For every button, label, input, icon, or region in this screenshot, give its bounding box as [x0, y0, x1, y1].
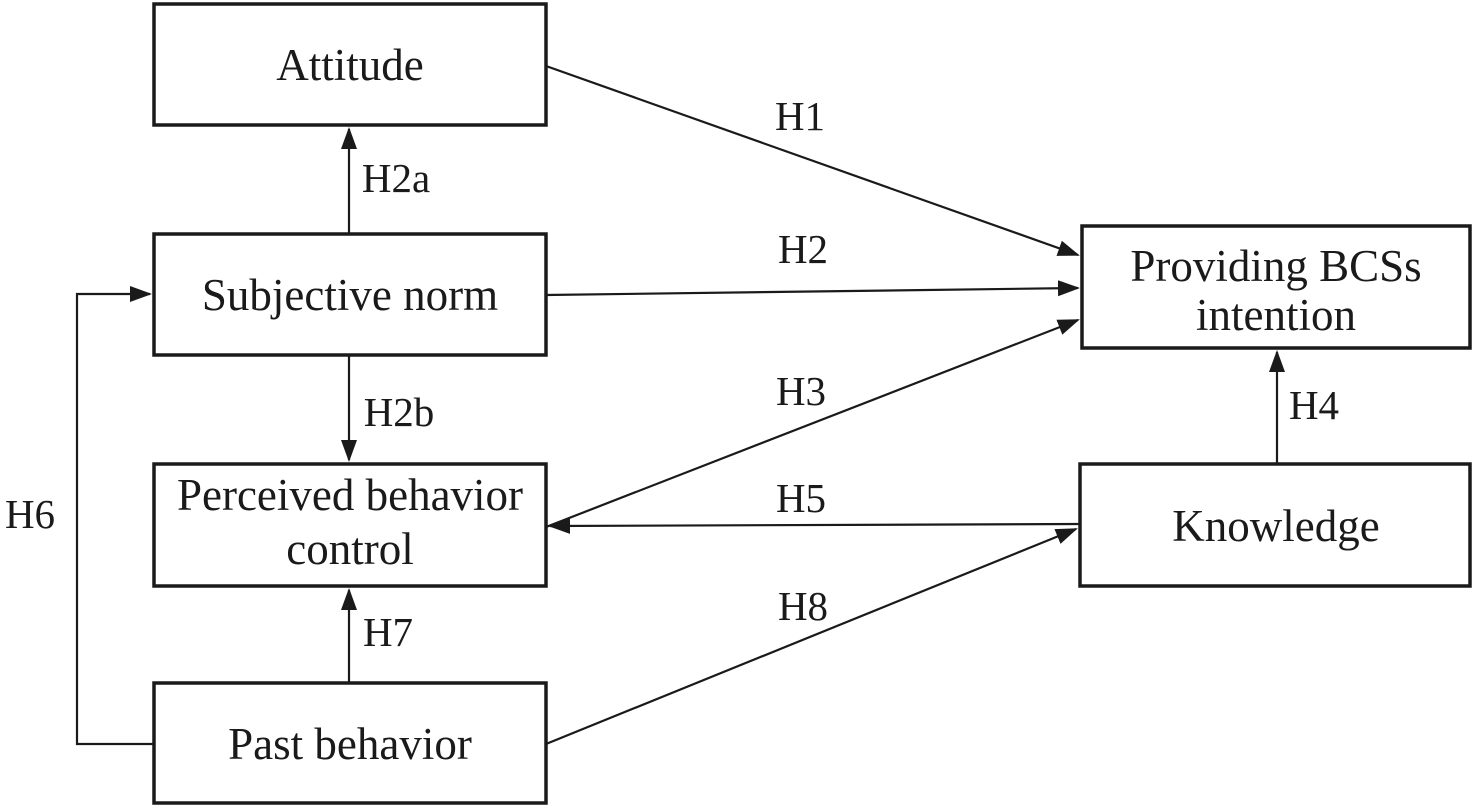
edges-group	[75, 64, 1285, 746]
attitude-box	[152, 2, 548, 127]
edge-label-h7: H7	[363, 609, 413, 655]
past-behavior-box	[152, 681, 548, 805]
subjective-norm-label: Subjective norm	[202, 270, 498, 320]
edge-label-h6: H6	[5, 491, 55, 537]
edge-label-h2b: H2b	[364, 389, 435, 435]
perceived-behavior-control-box	[152, 462, 548, 588]
nodes-group	[152, 2, 1472, 805]
subjective-norm-box	[152, 232, 548, 357]
edge-label-h3: H3	[776, 368, 826, 414]
perceived-behavior-control-label-line2: control	[286, 524, 413, 574]
edge-label-h4: H4	[1289, 382, 1339, 428]
providing-bcss-intention-label-line2: intention	[1196, 290, 1356, 340]
providing-bcss-intention-label-line1: Providing BCSs	[1130, 241, 1421, 291]
edge-h3-arrow	[545, 318, 1080, 529]
node-labels-group: Attitude Subjective norm Perceived behav…	[177, 40, 1422, 769]
knowledge-box	[1078, 462, 1472, 588]
knowledge-label: Knowledge	[1172, 501, 1379, 551]
edge-labels-group: H1 H2a H2 H3 H2b H4 H5 H6 H8 H7	[5, 93, 1339, 655]
past-behavior-label: Past behavior	[228, 719, 472, 769]
edge-h5-arrow	[548, 517, 1081, 534]
edge-h8-arrow	[545, 527, 1078, 746]
perceived-behavior-control-label-line1: Perceived behavior	[177, 470, 523, 520]
edge-label-h2: H2	[778, 226, 828, 272]
edge-label-h2a: H2a	[362, 155, 430, 201]
edge-label-h1: H1	[775, 93, 825, 139]
edge-h6-arrow	[75, 286, 154, 746]
edge-h1-arrow	[545, 64, 1080, 257]
edge-h2-arrow	[545, 280, 1080, 297]
edge-label-h5: H5	[776, 475, 826, 521]
edge-label-h8: H8	[778, 583, 828, 629]
attitude-label: Attitude	[276, 40, 423, 90]
providing-bcss-intention-box	[1080, 224, 1472, 350]
